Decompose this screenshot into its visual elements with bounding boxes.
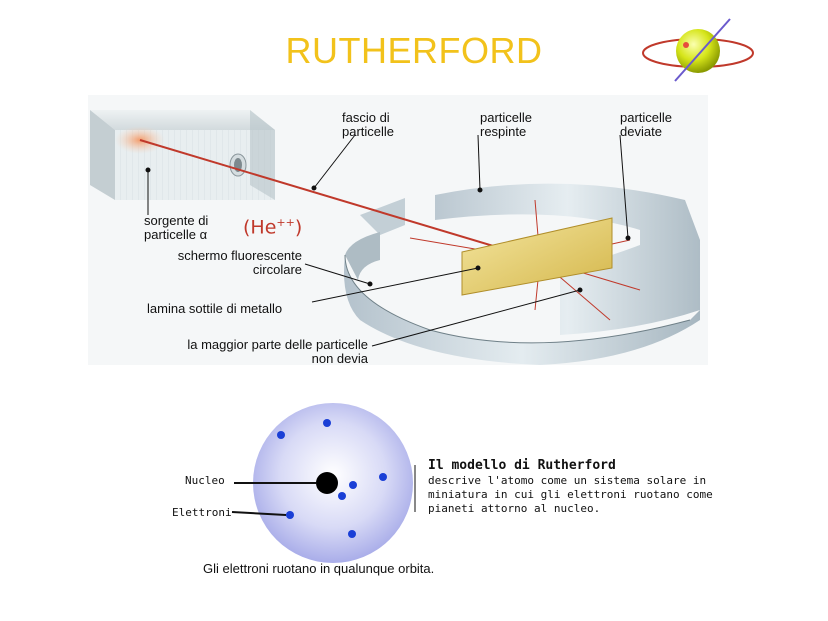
electron (323, 419, 331, 427)
electron (349, 481, 357, 489)
page-title: RUTHERFORD (285, 30, 543, 71)
nucleus (316, 472, 338, 494)
model-title: Il modello di Rutherford (428, 458, 616, 473)
atom-orbit-icon (642, 18, 754, 82)
metal-foil-label: lamina sottile di metallo (147, 301, 283, 316)
helium-ion-label: (He++) (243, 216, 303, 239)
electron (348, 530, 356, 538)
electron (338, 492, 346, 500)
nucleus-label: Nucleo (185, 474, 225, 487)
model-description: descrive l'atomo come un sistema solare … (428, 474, 713, 515)
caption: Gli elettroni ruotano in qualunque orbit… (203, 561, 435, 576)
electron (277, 431, 285, 439)
electron (286, 511, 294, 519)
electrons-label: Elettroni (172, 506, 232, 519)
electron (379, 473, 387, 481)
